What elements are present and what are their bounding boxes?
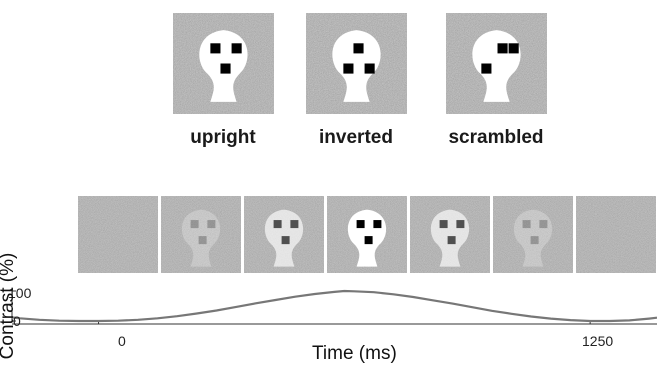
stimulus-scrambled-feature-1 xyxy=(497,43,508,54)
y-tick-0: 0 xyxy=(13,313,21,329)
frame-5-feature-3 xyxy=(447,236,456,245)
stimulus-upright-feature-2 xyxy=(231,43,242,54)
stimulus-inverted-feature-1 xyxy=(353,43,364,54)
frame-4-feature-3 xyxy=(364,236,373,245)
frame-7 xyxy=(576,196,656,273)
stimulus-upright xyxy=(173,13,274,114)
x-tick-1250: 1250 xyxy=(582,333,614,349)
frame-6-feature-1 xyxy=(522,220,531,229)
stimulus-scrambled-feature-2 xyxy=(508,43,519,54)
frame-2 xyxy=(161,196,241,273)
stimulus-scrambled-face-silhouette xyxy=(472,30,521,102)
stimulus-upright-feature-1 xyxy=(210,43,221,54)
contrast-chart xyxy=(11,289,657,325)
frame-4 xyxy=(327,196,407,273)
stimulus-scrambled-feature-3 xyxy=(481,63,492,74)
contrast-curve xyxy=(11,289,657,323)
frame-6 xyxy=(493,196,573,273)
frame-3-feature-1 xyxy=(273,220,282,229)
frame-2-noise-texture xyxy=(161,196,241,273)
frame-4-feature-2 xyxy=(373,220,382,229)
stimulus-scrambled-image xyxy=(446,13,547,114)
stimulus-inverted xyxy=(306,13,407,114)
stimulus-upright-feature-3 xyxy=(220,63,231,74)
condition-label-scrambled: scrambled xyxy=(448,127,544,148)
frame-1 xyxy=(78,196,158,273)
frame-5-feature-2 xyxy=(456,220,465,229)
y-tick-100: 100 xyxy=(8,285,32,301)
stimulus-inverted-image xyxy=(306,13,407,114)
frame-2-feature-2 xyxy=(207,220,216,229)
stimulus-inverted-face-silhouette xyxy=(332,30,381,102)
stimulus-inverted-feature-2 xyxy=(343,63,354,74)
frame-3-feature-3 xyxy=(281,236,290,245)
stimulus-upright-image xyxy=(173,13,274,114)
frame-5-feature-1 xyxy=(439,220,448,229)
stimulus-scrambled xyxy=(446,13,547,114)
condition-label-inverted: inverted xyxy=(319,127,393,148)
frame-sequence-strip xyxy=(78,196,656,273)
frame-2-feature-1 xyxy=(190,220,199,229)
x-axis-title: Time (ms) xyxy=(312,343,397,364)
frame-3 xyxy=(244,196,324,273)
y-axis-title: Contrast (%) xyxy=(0,252,18,360)
condition-label-upright: upright xyxy=(190,127,256,148)
frame-sequence xyxy=(78,196,657,273)
stimulus-inverted-feature-3 xyxy=(364,63,375,74)
frame-6-feature-2 xyxy=(539,220,548,229)
frame-2-feature-3 xyxy=(198,236,207,245)
frame-6-feature-3 xyxy=(530,236,539,245)
frame-3-feature-2 xyxy=(290,220,299,229)
frame-5 xyxy=(410,196,490,273)
frame-7-noise-texture xyxy=(576,196,656,273)
frame-1-noise-texture xyxy=(78,196,158,273)
frame-6-face-silhouette xyxy=(513,209,553,267)
frame-4-feature-1 xyxy=(356,220,365,229)
frame-2-face-silhouette xyxy=(181,209,221,267)
x-tick-0: 0 xyxy=(118,333,126,349)
frame-6-noise-texture xyxy=(493,196,573,273)
